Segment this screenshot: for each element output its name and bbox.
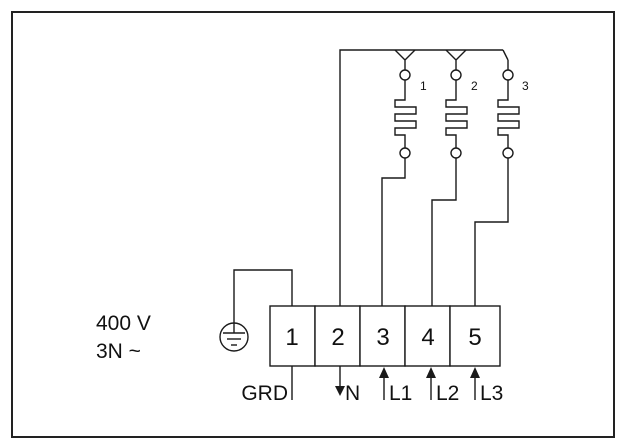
label-l1: L1 [389, 382, 412, 405]
terminal-number-1: 1 [285, 324, 298, 351]
heater-label-1: 1 [420, 79, 427, 93]
heater-label-2: 2 [471, 79, 478, 93]
diagram-frame [11, 11, 615, 438]
label-l3: L3 [480, 382, 503, 405]
label-l2: L2 [436, 382, 459, 405]
earth-ground-icon [219, 322, 249, 352]
terminal-3 [359, 305, 406, 367]
terminal-number-2: 2 [331, 324, 344, 351]
arrow-up-icon [470, 367, 480, 378]
heater-element-1: 1 [381, 49, 427, 306]
terminal-number-3: 3 [376, 324, 389, 351]
terminal-4 [404, 305, 451, 367]
neutral-bus-wire [339, 49, 503, 306]
terminal-5 [449, 305, 501, 367]
arrow-up-icon [379, 367, 389, 378]
arrow-down-icon [335, 386, 345, 396]
terminal-number-4: 4 [421, 324, 434, 351]
terminal-number-5: 5 [468, 324, 481, 351]
ground-wire [233, 269, 293, 323]
heater-label-3: 3 [522, 79, 529, 93]
heater-element-3: 3 [474, 49, 529, 306]
arrow-up-icon [426, 367, 436, 378]
terminal-block: 1 2 3 4 5 [269, 305, 501, 367]
heater-element-2: 2 [431, 49, 478, 306]
label-n: N [345, 382, 360, 405]
supply-system: 3N ~ [96, 340, 141, 363]
label-grd: GRD [241, 382, 288, 405]
terminal-2 [314, 305, 361, 367]
supply-voltage: 400 V [96, 312, 151, 335]
